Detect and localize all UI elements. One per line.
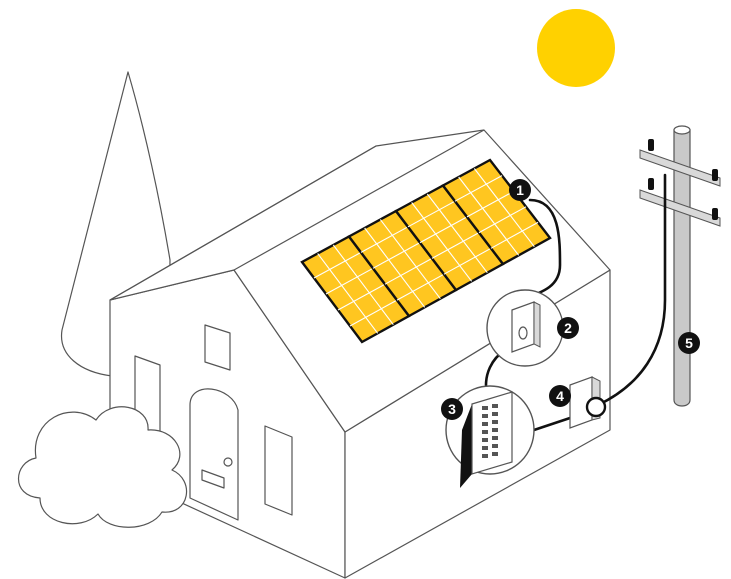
breaker-slot: [492, 404, 498, 408]
breaker-slot: [492, 412, 498, 416]
badge-1-label: 1: [516, 182, 524, 198]
breaker-slot: [482, 454, 488, 458]
inverter-icon: [487, 290, 563, 366]
badge-4-label: 4: [556, 388, 564, 404]
badge-3-label: 3: [448, 401, 456, 417]
sun-icon: [537, 9, 615, 87]
breaker-slot: [492, 436, 498, 440]
badge-4: 4: [549, 385, 571, 407]
breaker-slot: [482, 422, 488, 426]
badge-1: 1: [509, 179, 531, 201]
badge-3: 3: [441, 398, 463, 420]
utility-pole-icon: [640, 126, 720, 406]
breaker-slot: [482, 446, 488, 450]
breaker-slot: [482, 406, 488, 410]
badge-5-label: 5: [685, 335, 693, 351]
breaker-slot: [482, 438, 488, 442]
breaker-slot: [482, 414, 488, 418]
badge-5: 5: [678, 332, 700, 354]
breaker-slot: [492, 420, 498, 424]
breaker-slot: [482, 430, 488, 434]
breaker-slot: [492, 452, 498, 456]
badge-2-label: 2: [564, 320, 572, 336]
breaker-slot: [492, 428, 498, 432]
breaker-slot: [492, 444, 498, 448]
badge-2: 2: [557, 317, 579, 339]
